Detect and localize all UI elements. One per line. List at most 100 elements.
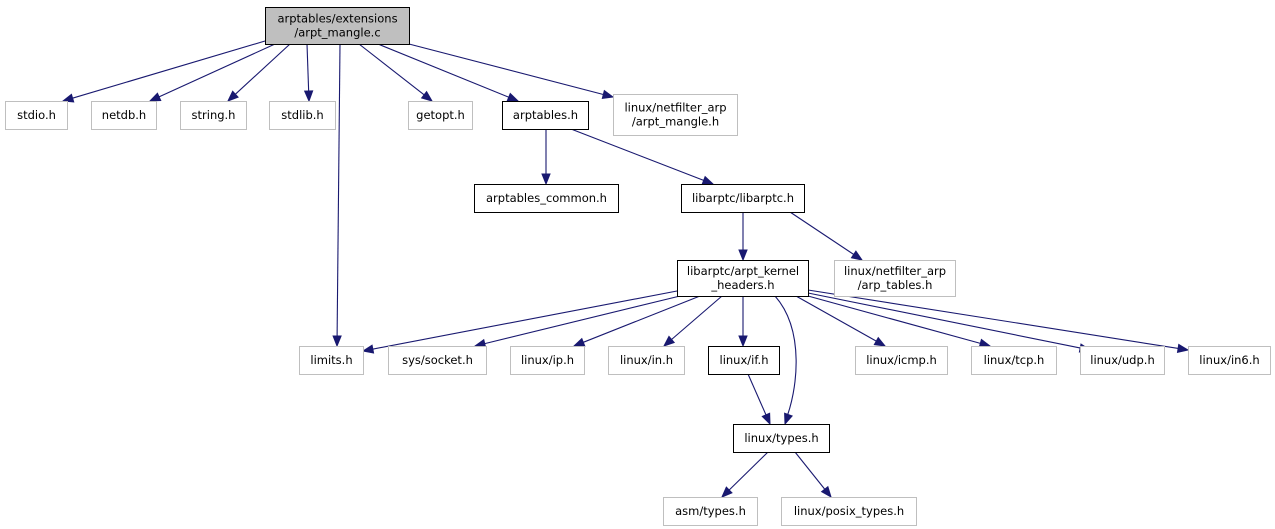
edge-root-to-getopt [358,43,426,96]
node-linux-icmp: linux/icmp.h [855,346,948,375]
node-getopt: getopt.h [408,101,473,130]
edge-arpt-kernel-headers-to-linux-in6 [807,289,1180,350]
node-linux-ip: linux/ip.h [510,346,585,375]
node-libarptc-box [681,184,805,213]
node-root[interactable]: arptables/extensions/arpt_mangle.c [265,7,410,45]
node-nf-arp-tables-box [834,260,956,297]
edges-layer [61,40,1190,499]
node-limits-label-0: limits.h [310,353,352,367]
edge-arpt-kernel-headers-to-linux-udp [807,292,1082,349]
edge-arpt-kernel-headers-to-linux-icmp [795,295,878,343]
node-linux-ip-box [510,346,585,375]
arrowhead-arptables-to-arptables-common [541,173,551,186]
node-libarptc[interactable]: libarptc/libarptc.h [681,184,805,213]
arrowhead-root-to-stdio [61,93,75,103]
edge-root-to-nf-arpt-mangle [408,43,605,96]
nodes-layer: arptables/extensions/arpt_mangle.c stdio.… [5,7,1271,526]
node-linux-if[interactable]: linux/if.h [708,346,780,375]
arrowhead-root-to-getopt [420,90,434,102]
node-linux-tcp: linux/tcp.h [971,346,1057,375]
arrowhead-arpt-kernel-headers-to-linux-in6 [1176,343,1190,354]
edge-arpt-kernel-headers-to-linux-types [774,295,797,423]
arrowhead-arpt-kernel-headers-to-limits [361,344,375,354]
node-stdlib-label-0: stdlib.h [281,108,323,122]
node-nf-arpt-mangle-label-0: linux/netfilter_arp [624,101,726,115]
node-arpt-kernel-headers[interactable]: libarptc/arpt_kernel_headers.h [677,260,809,297]
arrowhead-root-to-nf-arpt-mangle [601,89,615,99]
node-linux-if-box [708,346,780,375]
node-netdb-box [91,101,157,130]
node-limits-box [299,346,364,375]
node-linux-icmp-label-0: linux/icmp.h [866,353,937,367]
node-sys-socket: sys/socket.h [388,346,487,375]
node-linux-tcp-box [971,346,1057,375]
arrowhead-root-to-limits [332,335,342,348]
node-arptables-common[interactable]: arptables_common.h [474,184,619,213]
node-nf-arp-tables-label-0: linux/netfilter_arp [844,264,946,278]
edge-arptables-to-libarptc [570,128,705,182]
node-netdb: netdb.h [91,101,157,130]
node-asm-types-label-0: asm/types.h [675,504,746,518]
node-stdio-label-0: stdio.h [17,108,56,122]
arrowhead-arpt-kernel-headers-to-linux-ip [572,337,586,347]
arrowhead-arpt-kernel-headers-to-linux-icmp [873,336,887,347]
edge-arpt-kernel-headers-to-linux-tcp [807,295,982,345]
node-linux-in-box [608,346,685,375]
node-arptables-common-label-0: arptables_common.h [486,191,607,205]
node-arpt-kernel-headers-box [677,260,809,297]
node-getopt-label-0: getopt.h [416,108,465,122]
edge-arpt-kernel-headers-to-linux-in [670,295,723,341]
node-nf-arpt-mangle-label-1: /arpt_mangle.h [632,115,719,129]
arrowhead-linux-types-to-posix-types [820,485,832,499]
edge-root-to-string [234,43,291,96]
node-root-label-1: /arpt_mangle.c [294,26,380,40]
edge-linux-types-to-asm-types [728,451,769,492]
node-nf-arpt-mangle-box [613,94,738,136]
node-posix-types: linux/posix_types.h [781,497,917,526]
arrowhead-libarptc-to-nf-arp-tables [850,250,864,261]
node-stdlib-box [269,101,336,130]
node-linux-in-label-0: linux/in.h [620,353,673,367]
node-root-box [265,7,410,45]
edge-arpt-kernel-headers-to-linux-ip [582,295,701,344]
edge-arpt-kernel-headers-to-sys-socket [483,295,681,345]
node-stdio: stdio.h [5,101,68,130]
arrowhead-arpt-kernel-headers-to-linux-if [738,335,748,348]
node-linux-in6-label-0: linux/in6.h [1199,353,1259,367]
arrowhead-linux-types-to-asm-types [721,486,733,498]
node-arptables[interactable]: arptables.h [502,101,589,130]
node-sys-socket-label-0: sys/socket.h [402,353,473,367]
node-netdb-label-0: netdb.h [102,108,146,122]
arrowhead-libarptc-to-arpt-kernel-headers [738,249,748,262]
node-linux-udp-box [1080,346,1165,375]
node-arptables-label-0: arptables.h [513,108,578,122]
node-string: string.h [180,101,247,130]
node-string-box [180,101,247,130]
node-arptables-common-box [474,184,619,213]
node-linux-in6-box [1188,346,1271,375]
arrowhead-arpt-kernel-headers-to-linux-in [662,335,676,347]
arrowhead-linux-if-to-linux-types [761,412,771,426]
arrowhead-arpt-kernel-headers-to-linux-types [784,412,793,426]
edge-arpt-kernel-headers-to-limits [371,290,678,350]
node-linux-in6: linux/in6.h [1188,346,1271,375]
edge-root-to-netdb [157,43,276,98]
node-libarptc-label-0: libarptc/libarptc.h [692,191,794,205]
node-arpt-kernel-headers-label-1: _headers.h [710,278,774,292]
node-linux-types-label-0: linux/types.h [744,431,818,445]
node-nf-arp-tables-label-1: /arp_tables.h [858,278,933,292]
node-linux-types[interactable]: linux/types.h [733,424,830,453]
edge-root-to-stdlib [306,43,310,93]
arrowhead-arptables-to-libarptc [701,175,715,185]
node-nf-arp-tables: linux/netfilter_arp/arp_tables.h [834,260,956,297]
arrowhead-root-to-stdlib [303,90,314,103]
node-stdlib: stdlib.h [269,101,336,130]
node-linux-tcp-label-0: linux/tcp.h [984,353,1045,367]
node-nf-arpt-mangle: linux/netfilter_arp/arpt_mangle.h [613,94,738,136]
arrowhead-root-to-netdb [148,92,162,102]
node-arptables-box [502,101,589,130]
edge-linux-if-to-linux-types [747,373,767,416]
node-asm-types: asm/types.h [663,497,758,526]
node-linux-icmp-box [855,346,948,375]
